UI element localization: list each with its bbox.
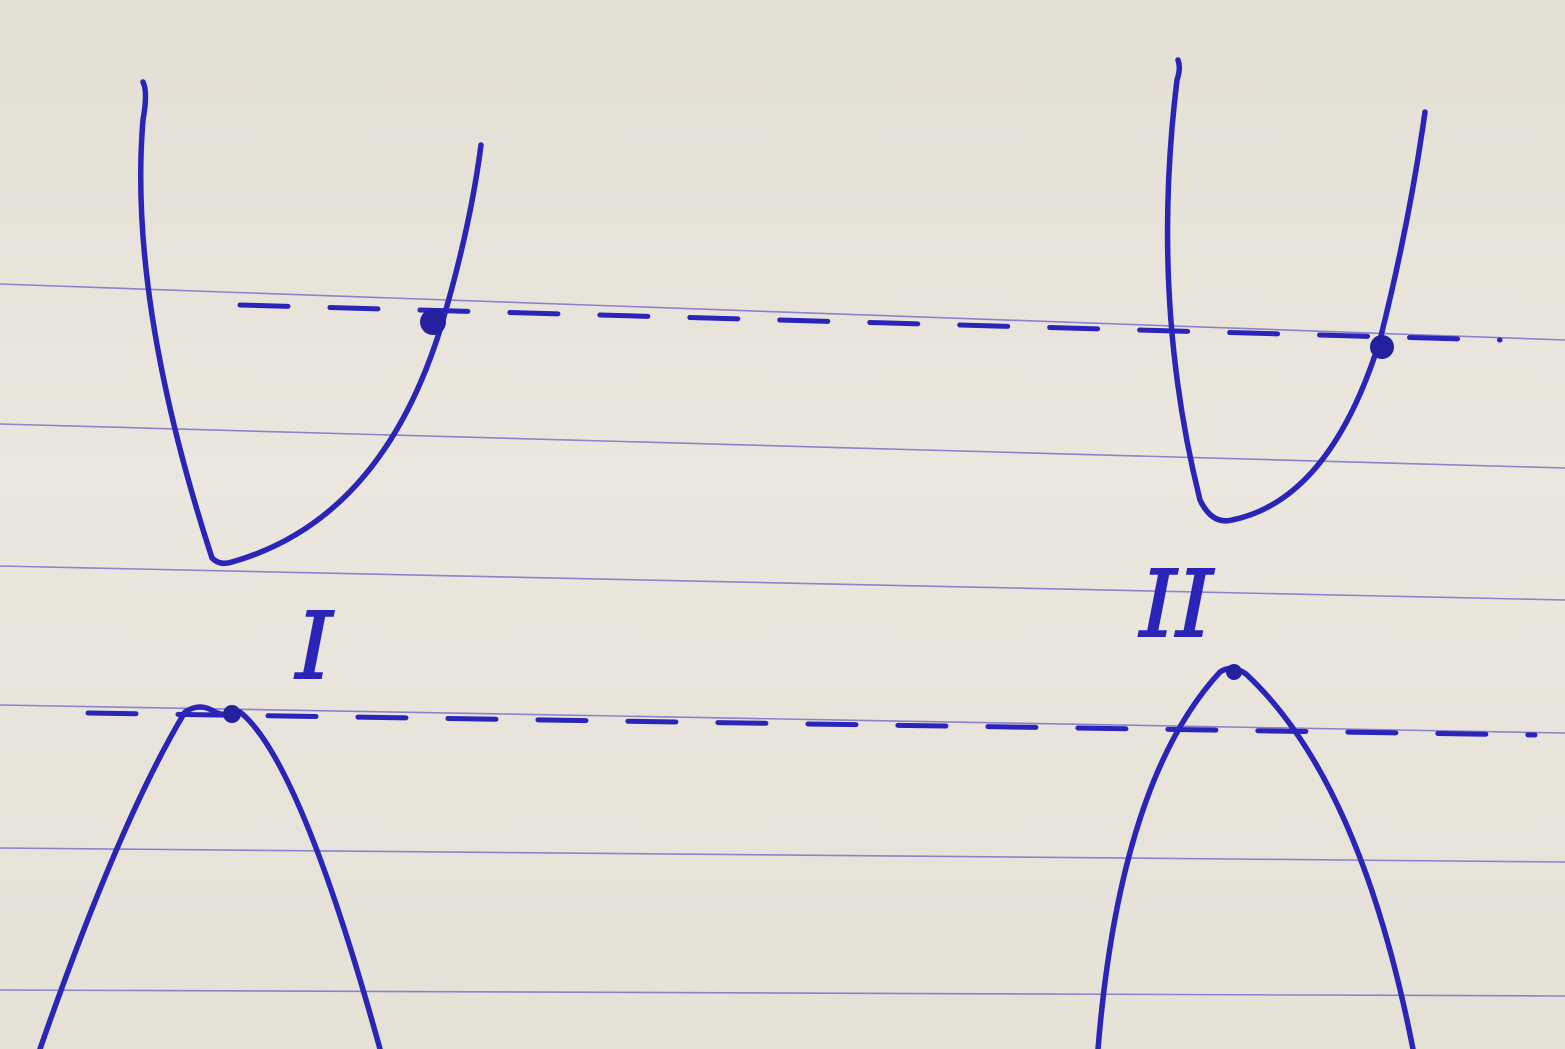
ruled-line — [0, 847, 1565, 863]
intersection-point-i — [420, 309, 446, 335]
ruled-line — [0, 423, 1565, 469]
ruled-line — [0, 704, 1565, 734]
vertex-point-ii — [1226, 664, 1242, 680]
vertex-point-i — [223, 705, 241, 723]
upper-dashed-line — [237, 302, 1503, 343]
lower-parabola-i — [37, 704, 383, 1049]
ruled-line — [0, 565, 1565, 601]
upper-parabola-i — [138, 79, 484, 567]
ruled-line — [0, 989, 1565, 997]
label-ii: II — [1138, 551, 1214, 658]
upper-parabola-ii — [1164, 57, 1428, 524]
ruled-lines — [0, 283, 1565, 997]
intersection-point-ii — [1370, 335, 1394, 359]
lower-dashed-line — [85, 710, 1538, 738]
label-i: I — [294, 593, 334, 700]
ruled-line — [0, 283, 1565, 341]
